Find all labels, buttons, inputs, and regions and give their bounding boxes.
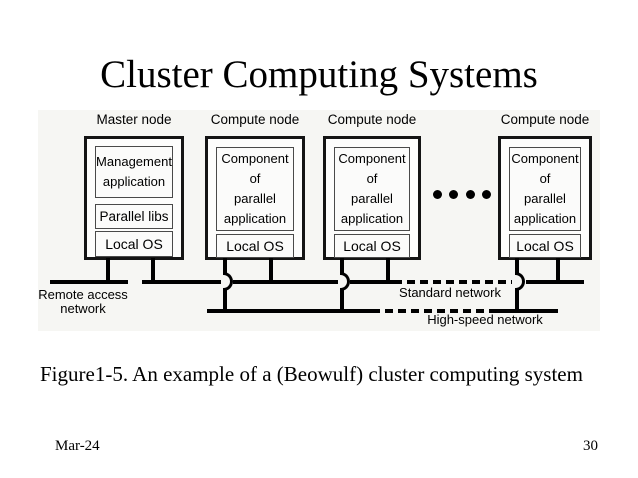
footer-page-number: 30 <box>583 438 598 454</box>
node-compute-1-label: Compute node <box>210 112 300 127</box>
compute-n-highspeed-drop-line <box>515 290 519 313</box>
compute-1-standard-drop-line <box>269 258 273 283</box>
master-remote-drop-line <box>106 258 110 283</box>
local-os-box: Local OS <box>216 234 294 258</box>
node-compute-1: Compute node Component of parallel appli… <box>205 113 305 260</box>
wire-hop-arc <box>223 272 233 291</box>
compute-n-highspeed-drop-line <box>515 258 519 273</box>
compute-2-highspeed-drop-line <box>340 290 344 313</box>
ellipsis-dot <box>481 189 491 199</box>
remote-network-line <box>50 280 128 284</box>
wire-hop-arc <box>340 272 350 291</box>
highspeed-network-line <box>489 309 558 313</box>
ellipsis-dot <box>433 189 442 199</box>
remote-network-label: Remote access network <box>38 287 128 316</box>
wire-hop-arc <box>515 272 525 291</box>
node-master: Master node Management application Paral… <box>84 113 184 260</box>
standard-network-label: Standard network <box>399 285 501 300</box>
compute-2-standard-drop-line <box>386 258 390 283</box>
parallel-component-box: Component of parallel application <box>509 147 581 231</box>
node-compute-1-box: Component of parallel application Local … <box>205 136 305 260</box>
master-standard-drop-line <box>151 258 155 283</box>
node-compute-2: Compute node Component of parallel appli… <box>323 113 421 260</box>
standard-network-line <box>350 280 394 284</box>
node-compute-2-label: Compute node <box>327 112 417 127</box>
standard-network-line <box>142 280 221 284</box>
ellipsis-dot <box>465 189 475 199</box>
ellipsis-dot <box>449 189 459 199</box>
highspeed-network-label: High-speed network <box>427 312 543 327</box>
parallel-libs-box: Parallel libs <box>95 204 173 229</box>
local-os-box: Local OS <box>95 231 173 257</box>
parallel-component-box: Component of parallel application <box>334 147 410 231</box>
standard-network-dashed-line <box>394 280 512 284</box>
figure-caption: Figure1-5. An example of a (Beowulf) clu… <box>40 362 583 386</box>
node-master-label: Master node <box>96 112 172 127</box>
ellipsis-dots <box>433 189 491 199</box>
standard-network-line <box>526 280 584 284</box>
node-compute-2-box: Component of parallel application Local … <box>323 136 421 260</box>
highspeed-network-dashed-line <box>372 309 489 313</box>
parallel-component-box: Component of parallel application <box>216 147 294 231</box>
node-compute-n: Compute node Component of parallel appli… <box>498 113 592 260</box>
footer-date: Mar-24 <box>55 438 100 454</box>
compute-n-standard-drop-line <box>556 258 560 283</box>
node-compute-n-box: Component of parallel application Local … <box>498 136 592 260</box>
cluster-diagram: Master node Management application Paral… <box>38 110 600 331</box>
highspeed-network-line <box>207 309 372 313</box>
node-master-box: Management application Parallel libs Loc… <box>84 136 184 260</box>
standard-network-line <box>233 280 338 284</box>
compute-1-highspeed-drop-line <box>223 258 227 273</box>
compute-1-highspeed-drop-line <box>223 290 227 313</box>
node-compute-n-label: Compute node <box>500 112 590 127</box>
slide-title: Cluster Computing Systems <box>100 53 538 96</box>
local-os-box: Local OS <box>509 234 581 258</box>
management-application-box: Management application <box>95 146 173 198</box>
local-os-box: Local OS <box>334 234 410 258</box>
compute-2-highspeed-drop-line <box>340 258 344 273</box>
